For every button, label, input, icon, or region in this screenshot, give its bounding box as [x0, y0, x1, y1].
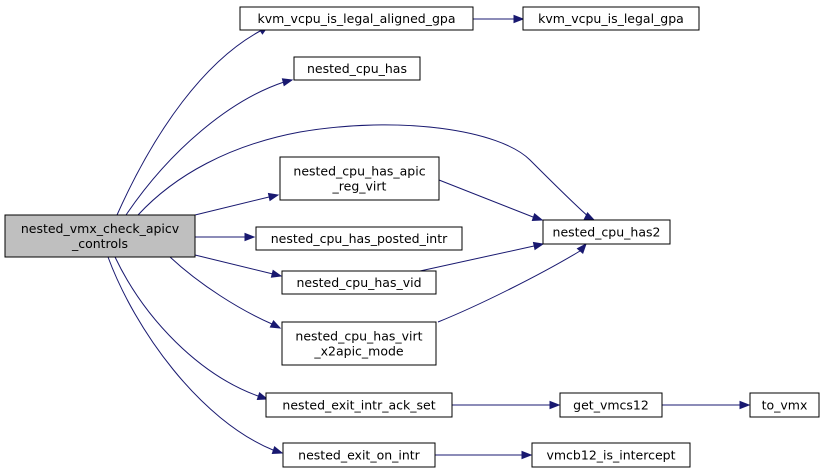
node-box — [293, 56, 421, 81]
edge-arrowhead — [267, 192, 280, 202]
node-has[interactable]: nested_cpu_has — [293, 56, 421, 81]
edge-root-to-has_x2apic — [169, 256, 282, 329]
node-has_apic_reg[interactable]: nested_cpu_has_apic_reg_virt — [279, 156, 440, 201]
node-label: nested_cpu_has_virt — [295, 329, 422, 344]
edge-has_x2apic-to-has2 — [437, 242, 587, 323]
node-box — [281, 270, 437, 295]
graph-edges — [107, 14, 751, 460]
edge-line — [194, 194, 279, 216]
node-label: kvm_vcpu_is_legal_aligned_gpa — [257, 11, 455, 26]
edge-has_apic_reg-to-has2 — [438, 179, 544, 222]
edge-line — [169, 256, 281, 329]
node-to_vmx[interactable]: to_vmx — [749, 392, 820, 418]
node-label: vmcb12_is_intercept — [546, 448, 675, 463]
node-exit_on_intr[interactable]: nested_exit_on_intr — [282, 442, 436, 468]
edge-exit_ack-to-get_vmcs12 — [452, 400, 561, 410]
node-get_vmcs12[interactable]: get_vmcs12 — [559, 392, 663, 418]
node-label: nested_cpu_has_posted_intr — [271, 231, 448, 246]
node-has_vid[interactable]: nested_cpu_has_vid — [281, 270, 437, 295]
edge-line — [114, 256, 268, 400]
node-vmcb12[interactable]: vmcb12_is_intercept — [531, 442, 691, 468]
node-box — [749, 392, 820, 418]
edge-arrowhead — [532, 241, 545, 251]
edge-arrowhead — [513, 14, 525, 24]
node-has_posted[interactable]: nested_cpu_has_posted_intr — [255, 226, 463, 251]
edge-line — [194, 254, 282, 277]
edge-kvm_aligned-to-kvm_legal — [473, 14, 525, 24]
edge-arrowhead — [739, 400, 751, 410]
edge-line — [437, 243, 587, 323]
node-label: nested_cpu_has — [307, 61, 407, 76]
edge-line — [125, 79, 293, 216]
node-has2[interactable]: nested_cpu_has2 — [542, 219, 671, 245]
node-box — [255, 226, 463, 251]
node-box — [531, 442, 691, 468]
node-box — [522, 6, 700, 31]
edge-arrowhead — [549, 400, 561, 410]
node-box — [282, 442, 436, 468]
edge-arrowhead — [256, 391, 269, 401]
edge-root-to-has_vid — [194, 254, 283, 278]
edge-root-to-kvm_aligned — [116, 25, 270, 216]
node-label: nested_vmx_check_apicv — [21, 221, 180, 236]
edge-root-to-exit_on_intr — [107, 256, 284, 455]
node-box — [542, 219, 671, 245]
edge-arrowhead — [270, 269, 283, 278]
edge-line — [107, 256, 283, 454]
edge-line — [116, 25, 269, 216]
edge-line — [438, 179, 543, 221]
node-label: nested_cpu_has_apic — [293, 164, 425, 179]
edge-arrowhead — [531, 212, 544, 222]
node-label: to_vmx — [762, 398, 808, 413]
node-box — [239, 6, 474, 31]
edge-line — [137, 124, 595, 221]
edge-arrowhead — [244, 232, 256, 242]
node-label: _x2apic_mode — [313, 344, 404, 359]
node-label: _controls — [71, 236, 128, 251]
node-kvm_aligned[interactable]: kvm_vcpu_is_legal_aligned_gpa — [239, 6, 474, 31]
edge-root-to-exit_ack — [114, 256, 269, 401]
node-label: nested_cpu_has2 — [553, 225, 661, 240]
edge-root-to-has_posted — [195, 232, 256, 242]
node-box — [265, 392, 453, 418]
node-box — [559, 392, 663, 418]
node-label: nested_exit_on_intr — [298, 448, 421, 463]
edge-arrowhead — [521, 450, 533, 460]
node-label: get_vmcs12 — [573, 398, 649, 413]
edge-arrowhead — [576, 242, 587, 254]
edge-arrowhead — [281, 78, 294, 87]
edge-root-to-has — [125, 78, 294, 216]
graph-nodes: nested_vmx_check_apicv_controls kvm_vcpu_… — [4, 6, 820, 468]
node-box — [281, 321, 437, 366]
node-label: nested_cpu_has_vid — [296, 275, 421, 290]
edge-root-to-has_apic_reg — [194, 192, 280, 216]
edge-get_vmcs12-to-to_vmx — [662, 400, 751, 410]
node-label: nested_exit_intr_ack_set — [282, 398, 435, 413]
edge-has_vid-to-has2 — [419, 241, 545, 272]
node-label: kvm_vcpu_is_legal_gpa — [538, 11, 684, 26]
node-label: _reg_virt — [332, 179, 387, 194]
node-box — [4, 214, 196, 258]
node-box — [279, 156, 440, 201]
node-exit_ack[interactable]: nested_exit_intr_ack_set — [265, 392, 453, 418]
edge-arrowhead — [269, 319, 282, 329]
edge-exit_on_intr-to-vmcb12 — [435, 450, 533, 460]
node-kvm_legal[interactable]: kvm_vcpu_is_legal_gpa — [522, 6, 700, 31]
node-root: nested_vmx_check_apicv_controls — [4, 214, 196, 258]
edge-arrowhead — [271, 445, 284, 455]
node-has_x2apic[interactable]: nested_cpu_has_virt_x2apic_mode — [281, 321, 437, 366]
